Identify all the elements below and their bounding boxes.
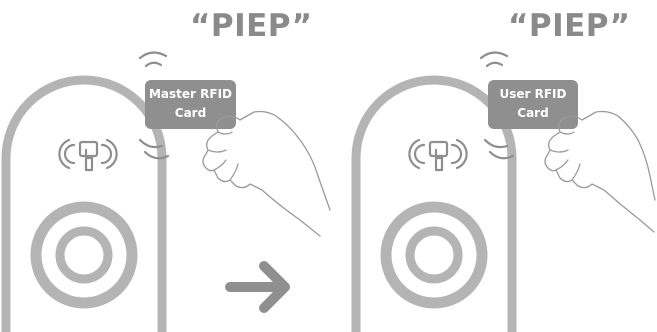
piep-sound-label: “PIEP” — [508, 8, 630, 44]
master-rfid-card: Master RFID Card — [145, 80, 236, 129]
charger-device — [6, 80, 162, 332]
device-ring-outer — [36, 207, 132, 303]
device-ring-inner — [410, 231, 458, 279]
contactless-tap-icon — [59, 140, 116, 170]
card-label-line2: Card — [517, 106, 548, 120]
card-label-line2: Card — [175, 106, 206, 120]
hand-icon — [545, 112, 655, 233]
hand-icon — [203, 112, 330, 237]
panel-user-card: “PIEP” User RFID Card — [356, 8, 655, 332]
contactless-tap-icon — [409, 140, 466, 170]
piep-sound-label: “PIEP” — [190, 8, 312, 44]
arrow-right-icon — [230, 266, 285, 308]
card-label-line1: User RFID — [500, 87, 567, 101]
device-ring-inner — [60, 231, 108, 279]
card-label-line1: Master RFID — [149, 87, 232, 101]
user-rfid-card: User RFID Card — [488, 80, 578, 129]
device-ring-outer — [386, 207, 482, 303]
